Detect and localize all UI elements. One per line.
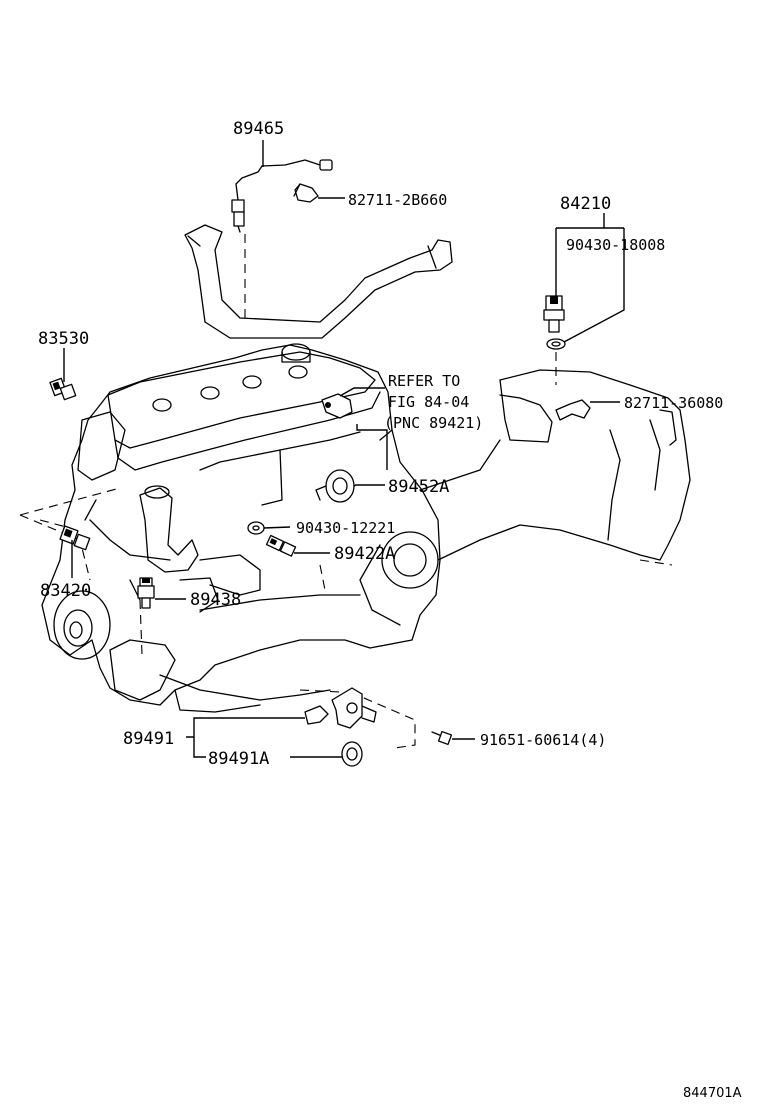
exhaust-pipe: [184, 224, 453, 339]
engine-block: [41, 343, 441, 713]
label-90430-18008[interactable]: 90430-18008: [566, 236, 665, 254]
cam-sensor-icon[interactable]: [315, 469, 355, 503]
label-82711-2b660[interactable]: 82711-2B660: [348, 191, 447, 209]
oil-pressure-switch-icon[interactable]: [543, 295, 565, 333]
bolt-icon[interactable]: [431, 730, 453, 746]
label-83420[interactable]: 83420: [40, 581, 91, 601]
reference-dash-lines: [19, 234, 673, 749]
crank-sensor-icon[interactable]: [304, 687, 377, 729]
leader-lines: [63, 140, 625, 758]
label-90430-12221[interactable]: 90430-12221: [296, 519, 395, 537]
label-89491[interactable]: 89491: [123, 729, 174, 749]
engine-assembly-drawing: [19, 224, 691, 749]
label-91651-60614[interactable]: 91651-60614(4): [480, 731, 606, 749]
label-89452a[interactable]: 89452A: [388, 477, 449, 497]
temp-sender-icon[interactable]: [49, 377, 77, 401]
cam-position-sensor-icon[interactable]: [321, 393, 353, 419]
oxygen-sensor-icon[interactable]: [231, 159, 333, 233]
label-82711-36080[interactable]: 82711-36080: [624, 394, 723, 412]
clamp-icon[interactable]: [555, 399, 591, 421]
figure-code: 844701A: [683, 1086, 742, 1101]
label-89465[interactable]: 89465: [233, 119, 284, 139]
refer-to-line-3[interactable]: (PNC 89421): [384, 414, 483, 432]
temp-sender-icon[interactable]: [59, 525, 91, 551]
refer-to-line-1: REFER TO: [388, 372, 460, 390]
transmission: [379, 369, 691, 561]
clamp-icon[interactable]: [293, 183, 319, 203]
refer-to-line-2[interactable]: FIG 84-04: [388, 393, 469, 411]
label-83530[interactable]: 83530: [38, 329, 89, 349]
gasket-icon[interactable]: [546, 338, 566, 350]
crank-sensor-icon[interactable]: [265, 534, 297, 557]
label-89438[interactable]: 89438: [190, 590, 241, 610]
label-84210[interactable]: 84210: [560, 194, 611, 214]
label-89491a[interactable]: 89491A: [208, 749, 269, 769]
gasket-icon[interactable]: [247, 521, 265, 535]
label-89422a[interactable]: 89422A: [334, 544, 395, 564]
oil-seal-icon[interactable]: [341, 741, 363, 767]
part-labels: 89465 82711-2B660 84210 90430-18008 8353…: [38, 119, 742, 1101]
knock-sensor-icon[interactable]: [137, 577, 155, 609]
